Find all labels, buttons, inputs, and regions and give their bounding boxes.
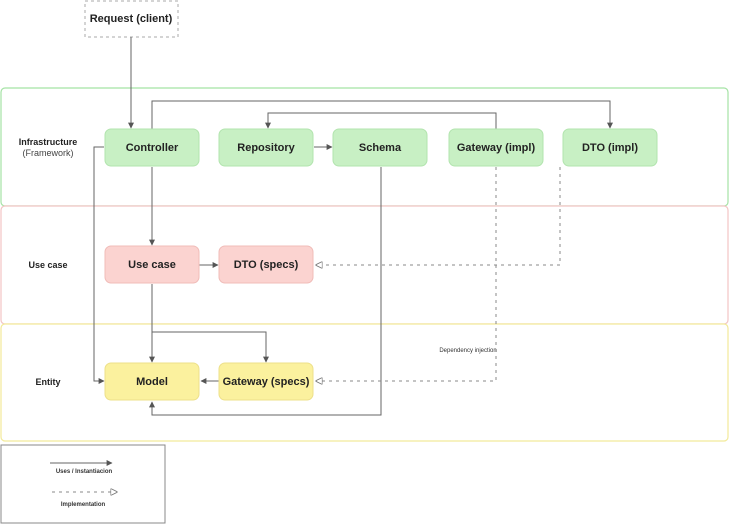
usecase-node: [104, 245, 200, 284]
dto-specs-label: DTO (specs): [234, 259, 299, 271]
controller-to-model-line: [93, 146, 105, 384]
model-label: Model: [136, 376, 168, 388]
schema-node: [332, 128, 428, 167]
dependency-injection-label: Dependency injection: [439, 348, 496, 354]
schema-to-model-line: [149, 167, 382, 416]
gateway-specs-node: [218, 362, 314, 401]
dto-impl-implements-dto-specs-line: [316, 167, 561, 265]
entity-label: Entity: [35, 377, 60, 387]
solid-connectors: [93, 37, 613, 416]
usecase-label: Use case: [28, 260, 67, 270]
gateway-specs-label: Gateway (specs): [223, 376, 310, 388]
legend-uses-label: Uses / Instantiacion: [56, 469, 113, 475]
repository-label: Repository: [237, 142, 295, 154]
legend-box: [0, 444, 166, 524]
model-node: [104, 362, 200, 401]
controller-node: [104, 128, 200, 167]
usecase-to-gateway-specs-line: [152, 331, 269, 363]
schema-label: Schema: [359, 142, 402, 154]
gateway-impl-to-repository-line: [265, 112, 497, 129]
gateway-impl-node: [448, 128, 544, 167]
controller-label: Controller: [126, 142, 179, 154]
infrastructure-label: Infrastructure: [19, 137, 78, 147]
gateway-impl-label: Gateway (impl): [457, 142, 536, 154]
repository-node: [218, 128, 314, 167]
gateway-impl-implements-gateway-specs-line: [316, 167, 497, 381]
dashed-connectors: [316, 167, 561, 381]
dto-impl-label: DTO (impl): [582, 142, 638, 154]
infrastructure-sublabel: (Framework): [23, 148, 74, 158]
client-label: Request (client): [90, 13, 173, 25]
controller-to-dto-impl-line: [151, 100, 613, 129]
entity-layer: [0, 323, 729, 442]
usecase-node-label: Use case: [128, 259, 176, 271]
dto-specs-node: [218, 245, 314, 284]
legend-implementation-label: Implementation: [61, 502, 106, 508]
dto-impl-node: [562, 128, 658, 167]
